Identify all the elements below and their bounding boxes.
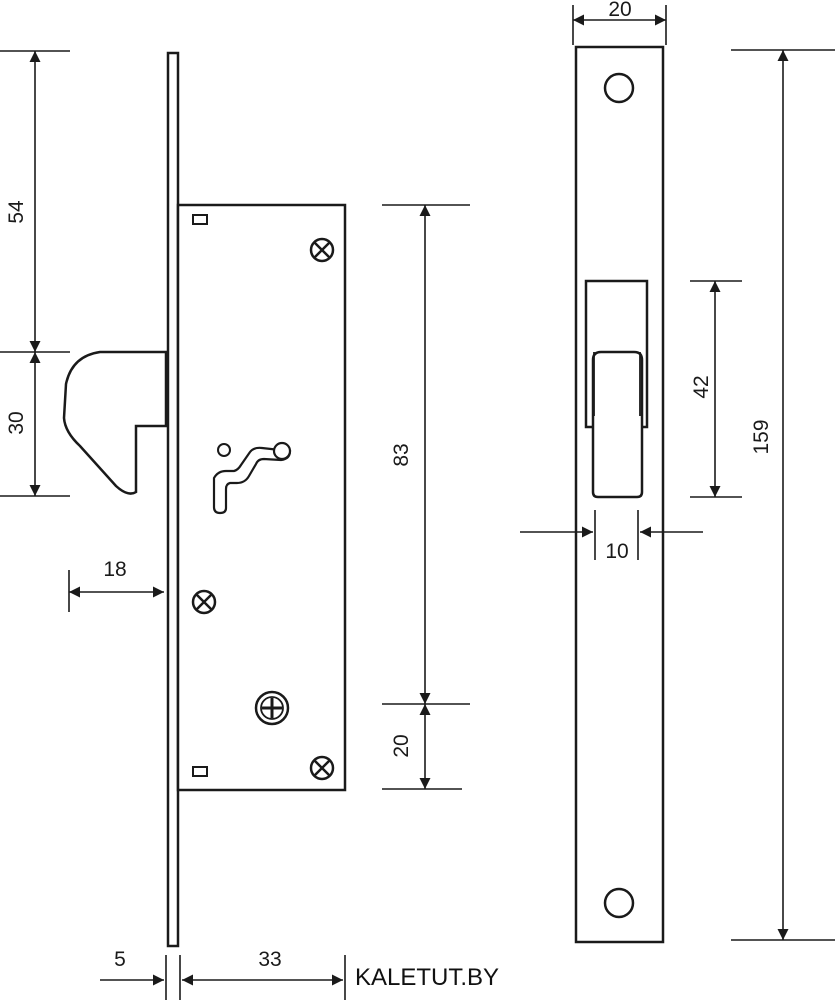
lever-cam-icon [212,441,292,515]
dim-label-hook-height: 30 [5,411,28,434]
screw-icon-top-right [309,237,335,263]
screw-icon-middle-left [191,589,217,615]
dim-label-hook-projection: 18 [103,558,126,581]
faceplate [166,51,180,948]
dim-label-top-offset: 54 [5,200,28,224]
dim-label-bottom-offset: 20 [390,734,413,757]
brand-watermark: KALETUT.BY [355,964,499,991]
dim-label-case-height: 83 [390,443,413,466]
mortise-lock-view [62,51,347,948]
strike-hole-bottom [603,887,635,919]
strike-tongue [591,350,644,499]
lock-case [176,203,347,792]
dim-label-case-depth: 33 [258,948,281,971]
strike-hole-top [603,72,635,104]
strike-plate-view [574,45,665,944]
dim-label-strike-opening-height: 42 [690,375,713,398]
dim-label-faceplate-thickness: 5 [114,948,126,971]
dim-label-strike-width: 20 [608,0,631,21]
case-slot-top [192,214,208,225]
dim-label-strike-height: 159 [750,419,773,454]
hook-bolt [62,350,168,495]
cylinder-phillips-icon [254,690,290,726]
dimension-lines [0,5,835,1000]
case-slot-bottom [192,766,208,777]
dim-label-strike-opening-width: 10 [605,540,628,563]
strike-inner-edge [593,352,641,416]
screw-icon-bottom-right [309,755,335,781]
